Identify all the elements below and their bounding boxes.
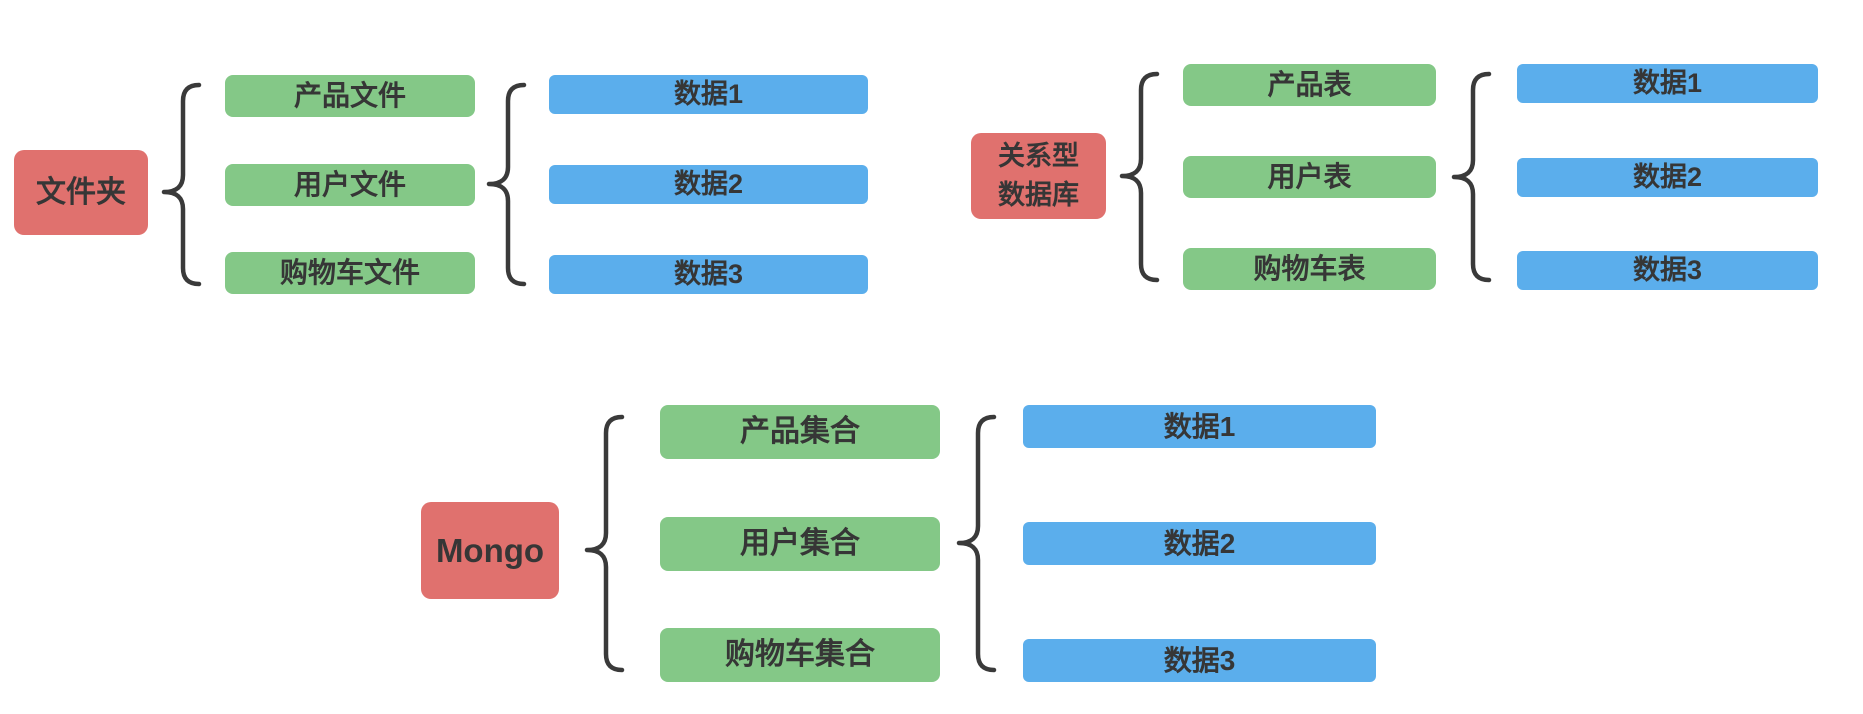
branch-label: 购物车集合 <box>725 638 875 671</box>
root-node-relational-database: 关系型 数据库 <box>971 133 1106 219</box>
leaf-label: 数据1 <box>673 79 744 110</box>
leaf-node: 数据3 <box>1023 639 1376 682</box>
curly-brace-icon <box>1119 71 1159 283</box>
root-node-mongo: Mongo <box>421 502 559 599</box>
branch-label: 购物车文件 <box>279 257 420 289</box>
branch-label: 产品表 <box>1267 69 1352 101</box>
leaf-label: 数据2 <box>673 169 744 200</box>
leaf-label: 数据3 <box>1632 255 1703 286</box>
branch-label: 购物车表 <box>1253 253 1366 285</box>
branch-node: 购物车文件 <box>225 252 475 294</box>
root-label-line1: 关系型 <box>998 140 1079 171</box>
branch-node: 产品集合 <box>660 405 940 459</box>
leaf-label: 数据2 <box>1163 527 1236 559</box>
curly-brace-icon <box>584 414 624 673</box>
group-folder: 文件夹 产品文件 用户文件 购物车文件 数据1 <box>14 75 868 294</box>
root-node-folder: 文件夹 <box>14 150 148 235</box>
leaf-node: 数据2 <box>1517 157 1818 197</box>
root-label: Mongo <box>435 531 545 569</box>
branch-label: 产品集合 <box>740 415 860 448</box>
root-label-line2: 数据库 <box>998 180 1079 210</box>
root-label: 文件夹 <box>36 175 126 209</box>
branch-node: 购物车表 <box>1183 248 1436 290</box>
curly-brace-icon <box>956 414 996 673</box>
leaf-label: 数据1 <box>1632 68 1703 99</box>
leaf-node: 数据1 <box>549 75 868 114</box>
leaf-node: 数据1 <box>1023 405 1376 448</box>
branch-label: 用户表 <box>1267 161 1352 193</box>
branch-node: 用户文件 <box>225 163 475 206</box>
branch-label: 用户文件 <box>293 168 406 200</box>
curly-brace-icon <box>486 82 527 287</box>
leaf-label: 数据3 <box>1163 644 1236 676</box>
branch-node: 用户集合 <box>660 516 940 571</box>
leaf-node: 数据3 <box>1517 251 1818 290</box>
group-mongo: Mongo 产品集合 用户集合 购物车集合 数据1 <box>421 405 1376 682</box>
leaf-label: 数据1 <box>1163 410 1236 442</box>
leaf-node: 数据2 <box>549 165 868 204</box>
leaf-node: 数据2 <box>1023 522 1376 565</box>
leaf-node: 数据3 <box>549 255 868 294</box>
leaf-label: 数据3 <box>673 259 744 290</box>
branch-node: 产品表 <box>1183 64 1436 106</box>
branch-node: 产品文件 <box>225 75 475 117</box>
curly-brace-icon <box>161 82 201 287</box>
branch-node: 用户表 <box>1183 156 1436 198</box>
curly-brace-icon <box>1451 71 1491 283</box>
branch-label: 产品文件 <box>293 80 406 112</box>
leaf-node: 数据1 <box>1517 64 1818 103</box>
group-relational-database: 关系型 数据库 产品表 用户表 购物车表 <box>971 64 1818 290</box>
leaf-label: 数据2 <box>1632 161 1703 192</box>
branch-node: 购物车集合 <box>660 628 940 682</box>
branch-label: 用户集合 <box>740 526 860 560</box>
